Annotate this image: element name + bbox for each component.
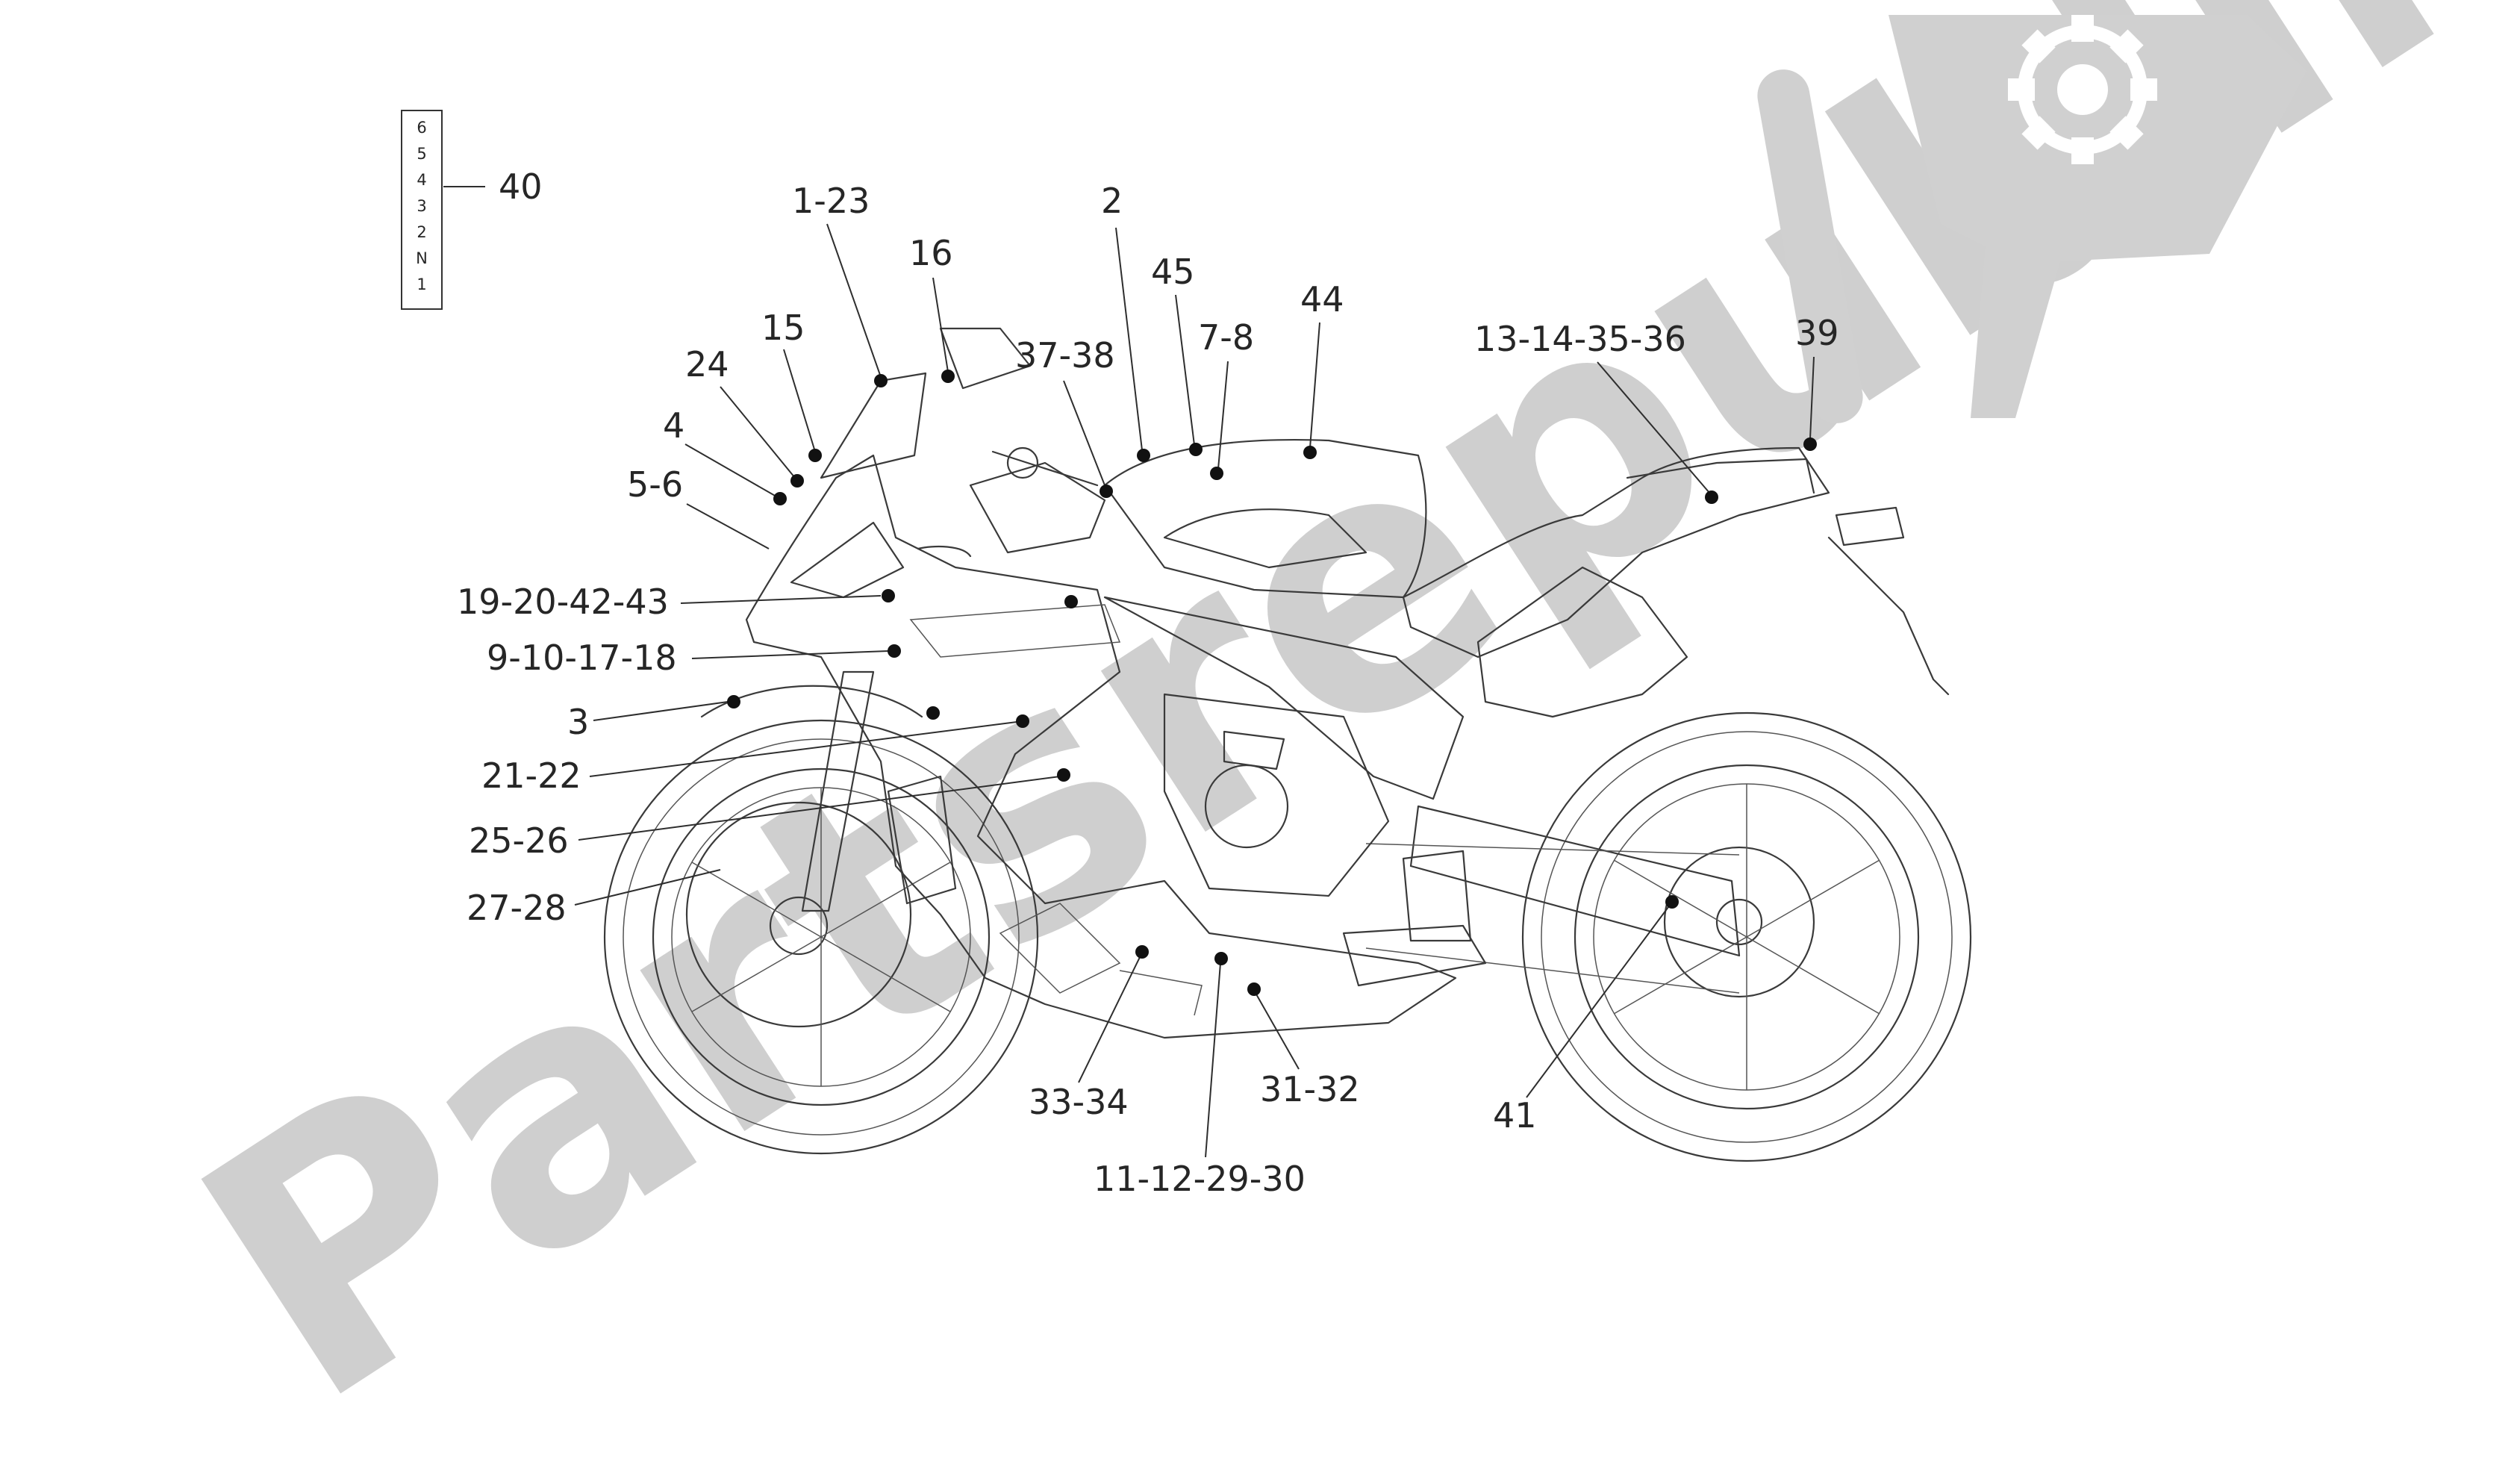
gear-indicator-frame xyxy=(401,110,443,310)
windscreen-top xyxy=(939,327,1032,390)
callout-dot-15 xyxy=(808,449,822,462)
rear-subframe xyxy=(1476,566,1688,718)
callout-40: 40 xyxy=(499,166,543,207)
drive-chain xyxy=(1365,843,1740,994)
callout-9-10-17-18: 9-10-17-18 xyxy=(487,638,677,678)
callout-dot-1-23 xyxy=(874,374,888,387)
callout-dot-4 xyxy=(773,492,787,505)
belly-pan-graphic xyxy=(999,903,1121,994)
motorcycle-drawing xyxy=(603,327,1972,1162)
front-fairing xyxy=(745,454,1457,1039)
callout-dot-3 xyxy=(727,695,740,708)
callout-39: 39 xyxy=(1795,313,1839,353)
gear-position-1: 1 xyxy=(417,275,426,293)
callout-1-23: 1-23 xyxy=(792,181,870,221)
windscreen xyxy=(820,372,927,479)
callout-dot-7-8 xyxy=(1210,467,1223,480)
callout-5-6: 5-6 xyxy=(627,464,683,505)
callout-dot-19-20-42-43-b xyxy=(1064,595,1078,608)
callout-dot-21-22 xyxy=(926,706,940,720)
callout-24: 24 xyxy=(685,344,729,384)
callout-45: 45 xyxy=(1151,252,1195,292)
callout-dot-37-38 xyxy=(1100,485,1113,498)
rear-sprocket xyxy=(1663,846,1815,998)
tail-light xyxy=(1835,506,1905,546)
gear-position-2: 2 xyxy=(417,223,426,241)
callout-dot-2 xyxy=(1137,449,1150,462)
callout-13-14-35-36: 13-14-35-36 xyxy=(1474,319,1686,359)
gear-position-5: 5 xyxy=(417,145,426,163)
cylinder-head xyxy=(1223,730,1285,770)
callout-dot-24 xyxy=(790,474,804,488)
callout-27-28: 27-28 xyxy=(467,888,567,928)
callout-31-32: 31-32 xyxy=(1260,1069,1360,1109)
plate-holder xyxy=(1827,536,1950,696)
callout-33-34: 33-34 xyxy=(1029,1082,1129,1122)
front-wheel xyxy=(603,719,1039,1155)
callout-dot-33-34 xyxy=(1135,945,1149,959)
callout-16: 16 xyxy=(909,233,953,273)
callout-19-20-42-43: 19-20-42-43 xyxy=(457,582,669,622)
fuel-tank xyxy=(1103,438,1427,599)
callout-dot-45 xyxy=(1189,443,1203,456)
callout-15: 15 xyxy=(761,308,805,348)
gear-position-n: N xyxy=(416,249,428,267)
callout-7-8: 7-8 xyxy=(1198,317,1254,358)
brake-caliper xyxy=(887,775,957,905)
callout-2: 2 xyxy=(1101,181,1123,221)
engine-block xyxy=(1163,693,1390,897)
callout-dot-13-14-35-36 xyxy=(1705,490,1718,504)
callout-dot-11-12-29-30 xyxy=(1214,952,1228,965)
swingarm xyxy=(1409,805,1741,957)
callout-dot-31-32 xyxy=(1247,982,1261,996)
watermark: Partsrepublik xyxy=(137,0,2520,1470)
callout-37-38: 37-38 xyxy=(1015,335,1115,376)
gear-position-3: 3 xyxy=(417,197,426,215)
side-panel-graphic xyxy=(909,604,1121,658)
exhaust xyxy=(1342,924,1487,987)
callout-dot-19-20-42-43 xyxy=(882,589,895,602)
callout-44: 44 xyxy=(1300,279,1344,320)
callout-dot-9-10-17-18 xyxy=(888,644,901,658)
gear-position-6: 6 xyxy=(417,119,426,137)
footpeg-bracket xyxy=(1402,850,1472,942)
callout-11-12-29-30: 11-12-29-30 xyxy=(1094,1159,1306,1199)
callouts: 1-23 16 15 24 4 5-6 19-20-42-43 9-10-17-… xyxy=(457,181,1839,1199)
tail-grab-rail xyxy=(1626,458,1815,494)
callout-dot-25-26 xyxy=(1057,768,1070,782)
callout-25-26: 25-26 xyxy=(469,820,569,861)
callout-dot-21-22-b xyxy=(1016,714,1029,728)
callout-21-22: 21-22 xyxy=(481,756,581,796)
frame-spar xyxy=(1103,596,1465,800)
gear-position-4: 4 xyxy=(417,171,426,189)
gear-indicator-decal: 6 5 4 3 2 N 1 40 xyxy=(401,110,543,310)
handlebar-clamp xyxy=(969,461,1106,554)
wrench-gear-icon xyxy=(1757,15,2307,423)
callout-3: 3 xyxy=(567,702,589,742)
callout-dot-41 xyxy=(1665,895,1679,909)
callout-dot-39 xyxy=(1803,437,1817,451)
callout-dot-44 xyxy=(1303,446,1317,459)
callout-4: 4 xyxy=(663,405,684,446)
front-brake-disc xyxy=(685,801,912,1028)
headlight xyxy=(790,521,905,599)
callout-dot-16 xyxy=(941,370,955,383)
front-fork xyxy=(801,670,875,912)
rear-wheel xyxy=(1521,711,1972,1162)
callout-41: 41 xyxy=(1493,1095,1537,1136)
